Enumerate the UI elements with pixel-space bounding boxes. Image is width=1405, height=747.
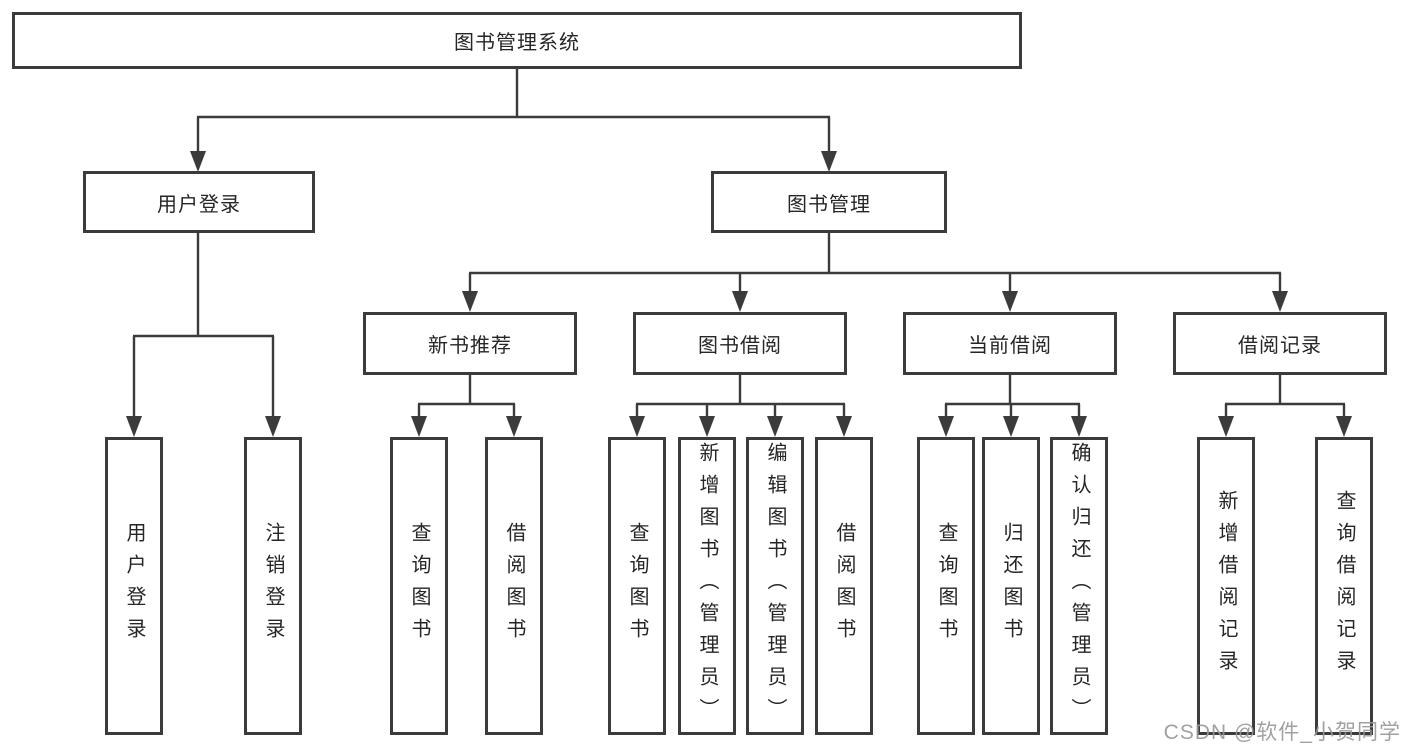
node-book-management: 图书管理 <box>711 171 947 233</box>
node-book-management-label: 图书管理 <box>787 193 871 216</box>
node-new-book-recommend-label: 新书推荐 <box>428 335 512 357</box>
leaf-recommend-borrow-book: 借阅图书 <box>485 437 543 735</box>
node-current-borrow-label: 当前借阅 <box>968 335 1052 357</box>
leaf-query-borrow-record: 查询借阅记录 <box>1315 437 1373 735</box>
leaf-add-book-admin: 新增图书（管理员） <box>678 437 736 735</box>
node-current-borrow: 当前借阅 <box>903 312 1117 375</box>
leaf-logout-label: 注销登录 <box>262 522 284 650</box>
node-borrow-record-label: 借阅记录 <box>1238 335 1322 357</box>
node-root-label: 图书管理系统 <box>454 32 580 54</box>
leaf-borrow-query-book: 查询图书 <box>608 437 666 735</box>
node-user-login-label: 用户登录 <box>157 193 241 216</box>
node-book-borrow-label: 图书借阅 <box>698 335 782 357</box>
leaf-logout: 注销登录 <box>244 437 302 735</box>
leaf-current-query-book-label: 查询图书 <box>935 522 957 650</box>
leaf-borrow-book: 借阅图书 <box>815 437 873 735</box>
leaf-return-book-label: 归还图书 <box>1000 522 1022 650</box>
leaf-query-borrow-record-label: 查询借阅记录 <box>1333 490 1355 682</box>
node-new-book-recommend: 新书推荐 <box>363 312 577 375</box>
leaf-current-query-book: 查询图书 <box>917 437 975 735</box>
csdn-watermark: CSDN @软件_小贺同学 <box>1163 721 1401 744</box>
node-book-borrow: 图书借阅 <box>633 312 847 375</box>
leaf-borrow-book-label: 借阅图书 <box>833 522 855 650</box>
node-root: 图书管理系统 <box>12 12 1022 69</box>
leaf-user-login-label: 用户登录 <box>123 522 145 650</box>
leaf-borrow-query-book-label: 查询图书 <box>626 522 648 650</box>
leaf-confirm-return-admin-label: 确认归还（管理员） <box>1068 442 1090 730</box>
leaf-recommend-query-book: 查询图书 <box>390 437 448 735</box>
leaf-add-book-admin-label: 新增图书（管理员） <box>696 442 718 730</box>
node-borrow-record: 借阅记录 <box>1173 312 1387 375</box>
leaf-add-borrow-record: 新增借阅记录 <box>1197 437 1255 735</box>
leaf-recommend-borrow-book-label: 借阅图书 <box>503 522 525 650</box>
leaf-edit-book-admin-label: 编辑图书（管理员） <box>764 442 786 730</box>
leaf-return-book: 归还图书 <box>982 437 1040 735</box>
arrowhead-icons <box>126 151 1352 437</box>
leaf-add-borrow-record-label: 新增借阅记录 <box>1215 490 1237 682</box>
node-user-login: 用户登录 <box>83 171 315 233</box>
leaf-user-login: 用户登录 <box>105 437 163 735</box>
leaf-confirm-return-admin: 确认归还（管理员） <box>1050 437 1108 735</box>
leaf-edit-book-admin: 编辑图书（管理员） <box>746 437 804 735</box>
leaf-recommend-query-book-label: 查询图书 <box>408 522 430 650</box>
